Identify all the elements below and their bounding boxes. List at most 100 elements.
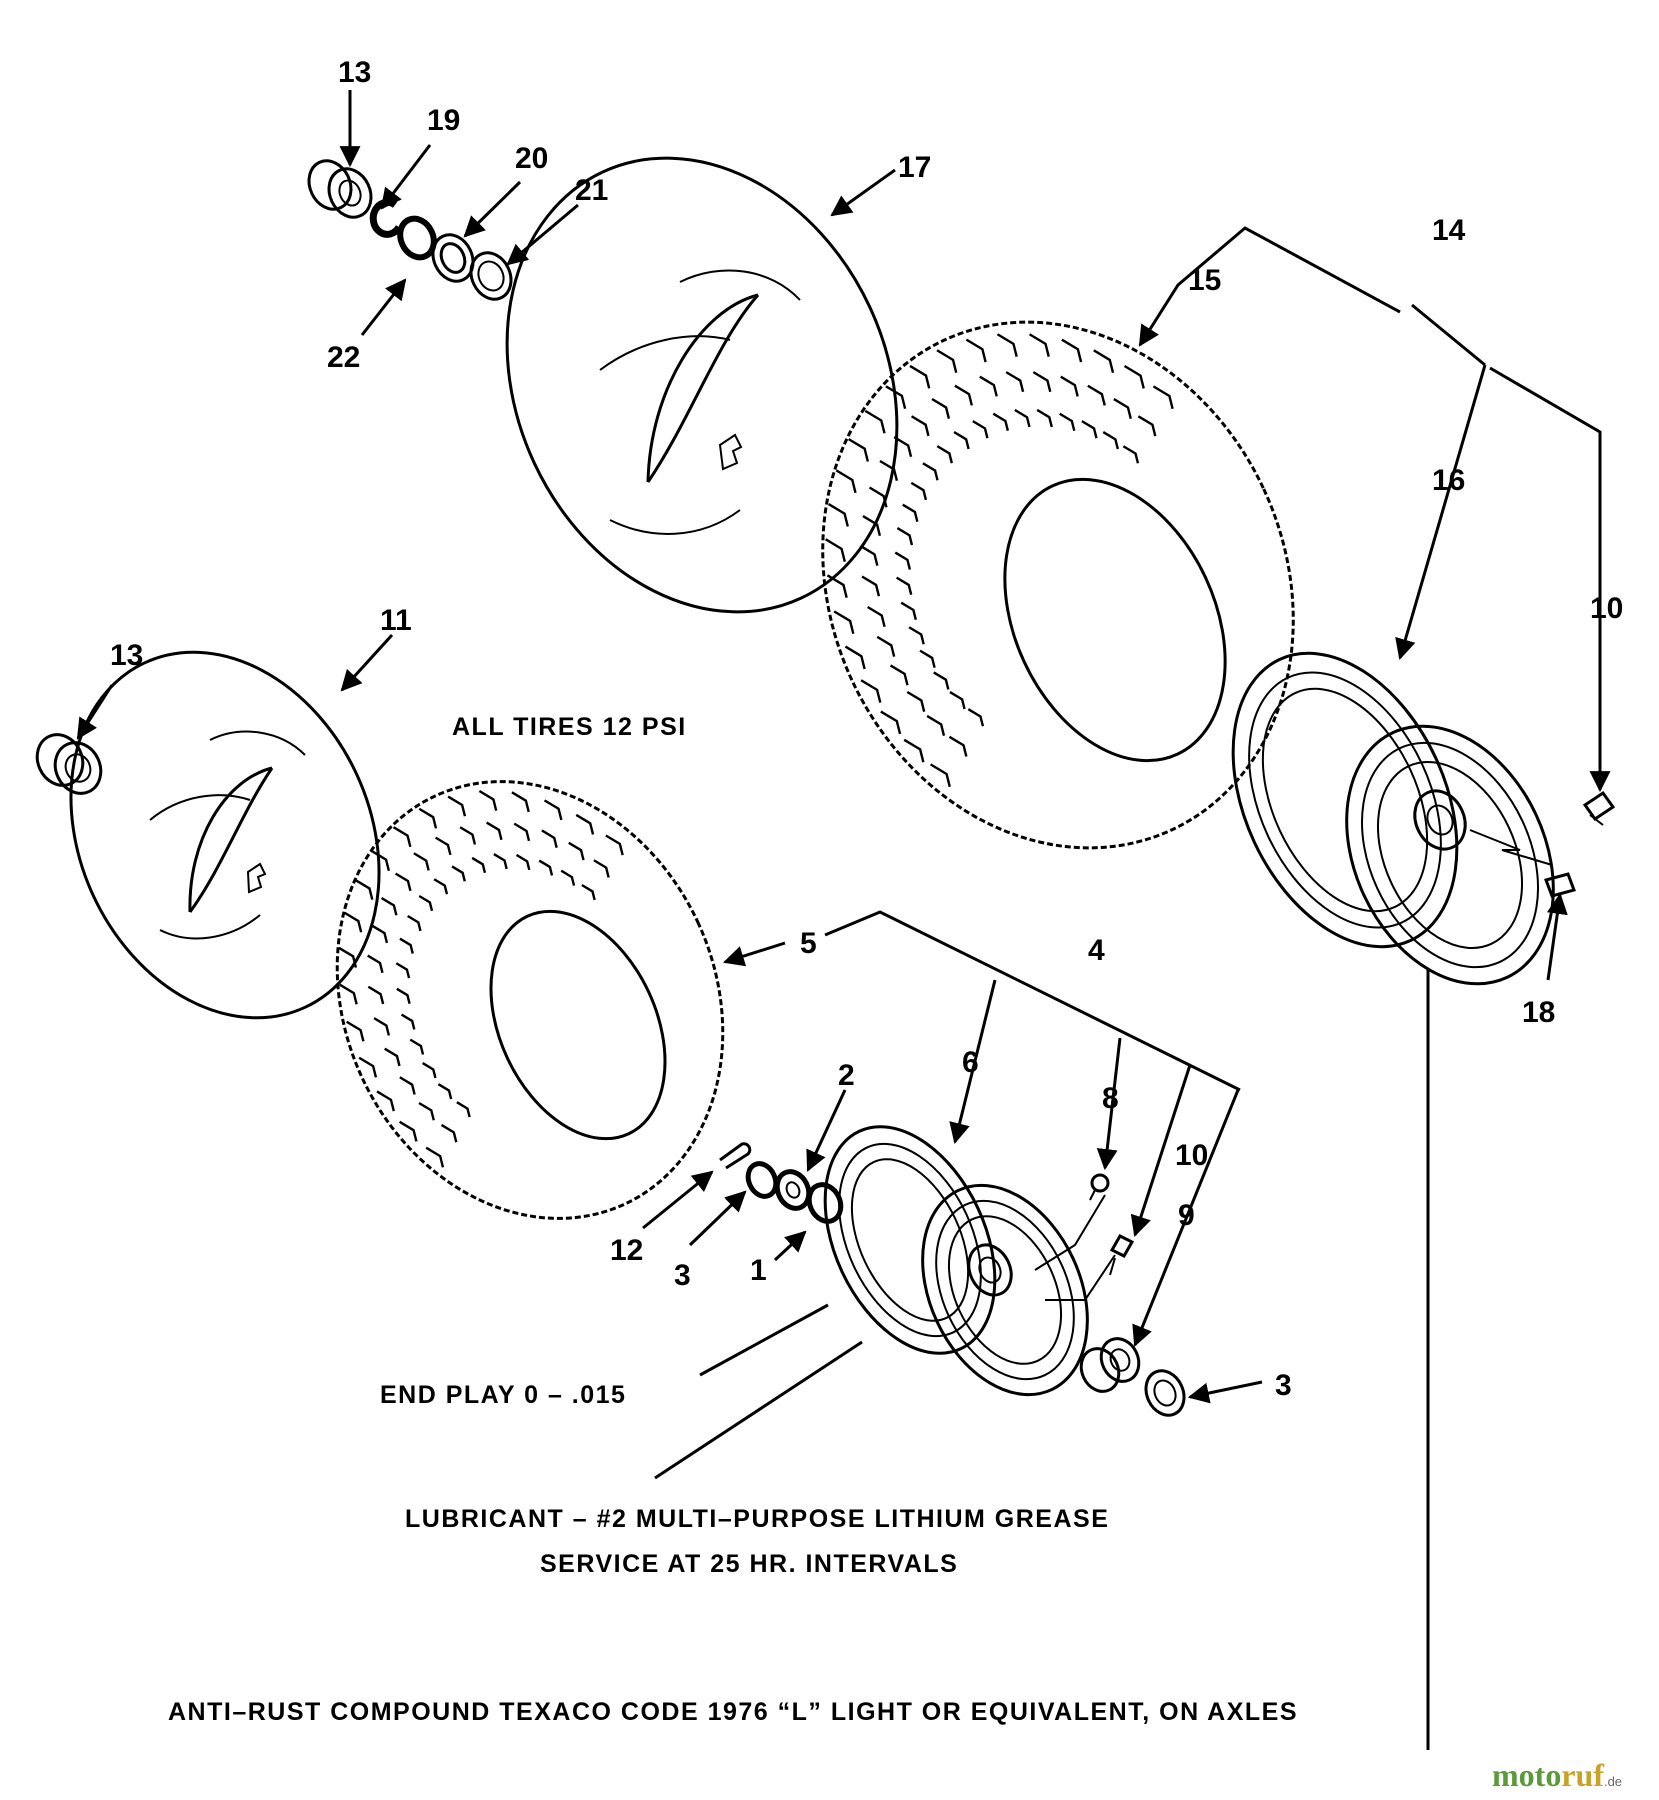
tread-lug (345, 1020, 365, 1042)
tread-lug (979, 375, 998, 397)
tread-lug (895, 576, 913, 595)
svg-text:motoruf.de: motoruf.de (1492, 1757, 1622, 1793)
tread-lug (864, 409, 886, 434)
callout-13a: 13 (338, 56, 371, 89)
watermark-part2: ruf (1561, 1757, 1604, 1793)
callout-6: 6 (962, 1046, 979, 1079)
tread-lug (515, 853, 531, 871)
tread-lug (513, 822, 531, 842)
callout-9: 9 (1178, 1199, 1195, 1232)
tread-lug (861, 575, 881, 597)
tread-lug (908, 626, 925, 645)
tread-lug (953, 430, 970, 450)
tread-lug (581, 883, 596, 901)
tread-lug (936, 445, 954, 464)
callout-3b: 3 (1275, 1369, 1292, 1402)
tread-lug (471, 856, 487, 874)
callout-1: 1 (750, 1254, 767, 1287)
rim-16 (1231, 651, 1555, 986)
tread-lug (541, 829, 558, 848)
tread-lug (459, 826, 477, 845)
note-end-play: END PLAY 0 – .015 (380, 1381, 626, 1409)
grease-fitting-8 (1089, 1173, 1110, 1201)
tread-lug (407, 914, 422, 932)
callout-19: 19 (427, 104, 460, 137)
tread-lug (1152, 385, 1174, 410)
tread-lug (396, 987, 411, 1005)
tread-lug (910, 481, 928, 501)
bearing-2 (774, 1169, 812, 1211)
washer-20 (431, 233, 475, 283)
rim-6 (823, 1125, 1089, 1397)
note-service-interval: SERVICE AT 25 HR. INTERVALS (540, 1550, 958, 1578)
note-anti-rust: ANTI–RUST COMPOUND TEXACO CODE 1976 “L” … (168, 1698, 1298, 1726)
tread-lug (835, 469, 857, 494)
tread-lug (906, 690, 926, 712)
tread-lug (456, 1101, 471, 1118)
tread-lug (343, 911, 363, 933)
tread-lug (1014, 408, 1031, 428)
tread-lug (440, 1123, 458, 1143)
washer-21 (469, 251, 513, 301)
tread-lug (910, 415, 930, 437)
tread-lug (860, 679, 882, 703)
spacer-13-upper (307, 159, 373, 219)
tread-lug (1060, 375, 1079, 397)
tread-lug (880, 710, 902, 735)
callout-13b: 13 (110, 639, 143, 672)
watermark-part1: moto (1492, 1757, 1561, 1793)
tread-lug (568, 841, 585, 861)
callout-18: 18 (1522, 996, 1555, 1029)
tread-lug (478, 789, 498, 811)
callout-22: 22 (327, 341, 360, 374)
tread-lug (859, 544, 879, 566)
tread-lug (929, 763, 951, 788)
tread-lug (384, 1047, 401, 1067)
tread-lug (876, 635, 896, 657)
tread-lug (1137, 415, 1157, 437)
tread-lug (1032, 371, 1052, 393)
tread-lug (824, 538, 846, 562)
callout-17: 17 (898, 151, 931, 184)
tread-lug (992, 412, 1010, 432)
tread-lug (434, 836, 452, 856)
notes: ALL TIRES 12 PSI END PLAY 0 – .015 LUBRI… (168, 713, 1298, 1726)
tread-lug (948, 735, 968, 757)
tread-lug (900, 601, 917, 621)
callout-10b: 10 (1175, 1139, 1208, 1172)
tread-lug (933, 671, 950, 690)
tread-lug (889, 664, 909, 686)
spacer-13-lower (35, 733, 103, 795)
callout-15: 15 (1188, 264, 1221, 297)
tread-lug (373, 1017, 391, 1036)
callout-21: 21 (575, 174, 608, 207)
tread-lug (418, 1101, 435, 1121)
tread-lug (848, 438, 870, 462)
tread-lug (902, 503, 919, 522)
retaining-ring-19 (369, 198, 403, 238)
tread-lug (1102, 431, 1120, 450)
tread-lug (538, 859, 554, 876)
tread-lug (593, 859, 610, 878)
tread-lug (392, 826, 412, 848)
tread-lug (1028, 333, 1050, 357)
tire-15 (821, 320, 1295, 850)
tread-lug (399, 937, 414, 954)
watermark-suffix: .de (1604, 1774, 1622, 1789)
tread-lug (543, 799, 563, 821)
callout-3a: 3 (674, 1259, 691, 1292)
tread-lug (398, 1120, 418, 1142)
bushing-9 (1079, 1337, 1141, 1393)
tread-lug (418, 807, 438, 829)
tread-lug (1123, 365, 1145, 389)
tread-lug (1093, 349, 1115, 374)
callout-4: 4 (1088, 934, 1105, 967)
tread-lug (896, 527, 914, 546)
tread-lug (1061, 338, 1083, 363)
tread-lug (996, 333, 1018, 357)
tread-lug (827, 503, 849, 527)
tread-lug (433, 878, 449, 895)
tread-lug (1113, 398, 1132, 420)
tread-lug (909, 364, 931, 389)
tread-lug (367, 985, 385, 1005)
